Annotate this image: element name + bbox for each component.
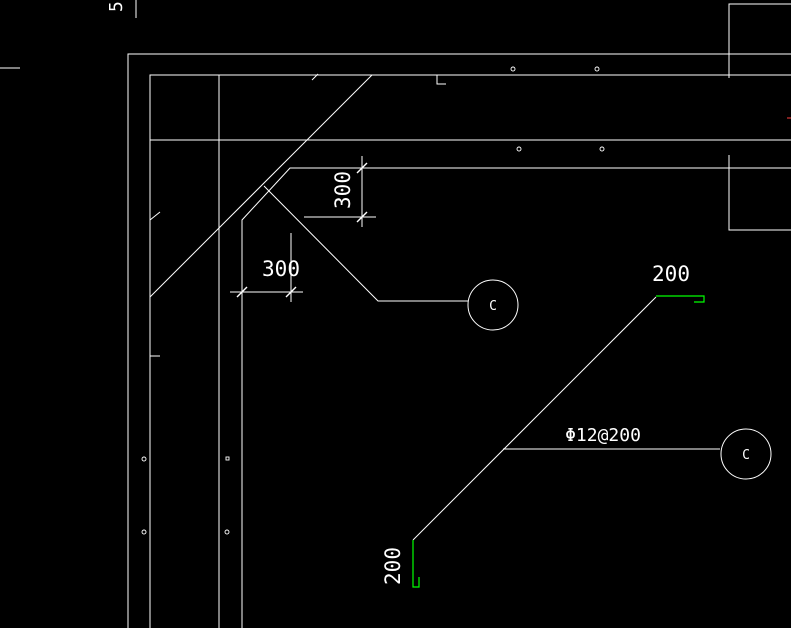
hook-top: [656, 295, 705, 303]
rebar-spec-text: Φ12@200: [565, 425, 641, 446]
hook-top-length: 200: [652, 262, 690, 286]
rebar-c-diagonal: C Φ12@200 200 200: [381, 262, 772, 588]
hook-bottom-length: 200: [381, 547, 405, 585]
dimension-left-text: 300: [262, 257, 300, 281]
rebar-c-upper: C: [263, 185, 519, 331]
corner-marks: [149, 75, 446, 357]
dimension-left: 300: [230, 233, 303, 302]
wall-outline: [127, 53, 791, 628]
dimension-top-text: 300: [331, 171, 355, 209]
top-left-fragment: 5: [0, 0, 137, 69]
dimension-top: 300: [304, 156, 376, 227]
callout-label-upper: C: [489, 299, 497, 314]
hook-bottom: [412, 540, 420, 588]
top-left-number: 5: [106, 1, 127, 12]
callout-label-lower: C: [742, 448, 750, 463]
haunch-lines: [149, 73, 373, 298]
right-column-outline: [728, 3, 791, 231]
rebar-dots: [141, 66, 605, 535]
callout-circle-lower: [720, 428, 772, 480]
callout-circle-upper: [467, 279, 519, 331]
